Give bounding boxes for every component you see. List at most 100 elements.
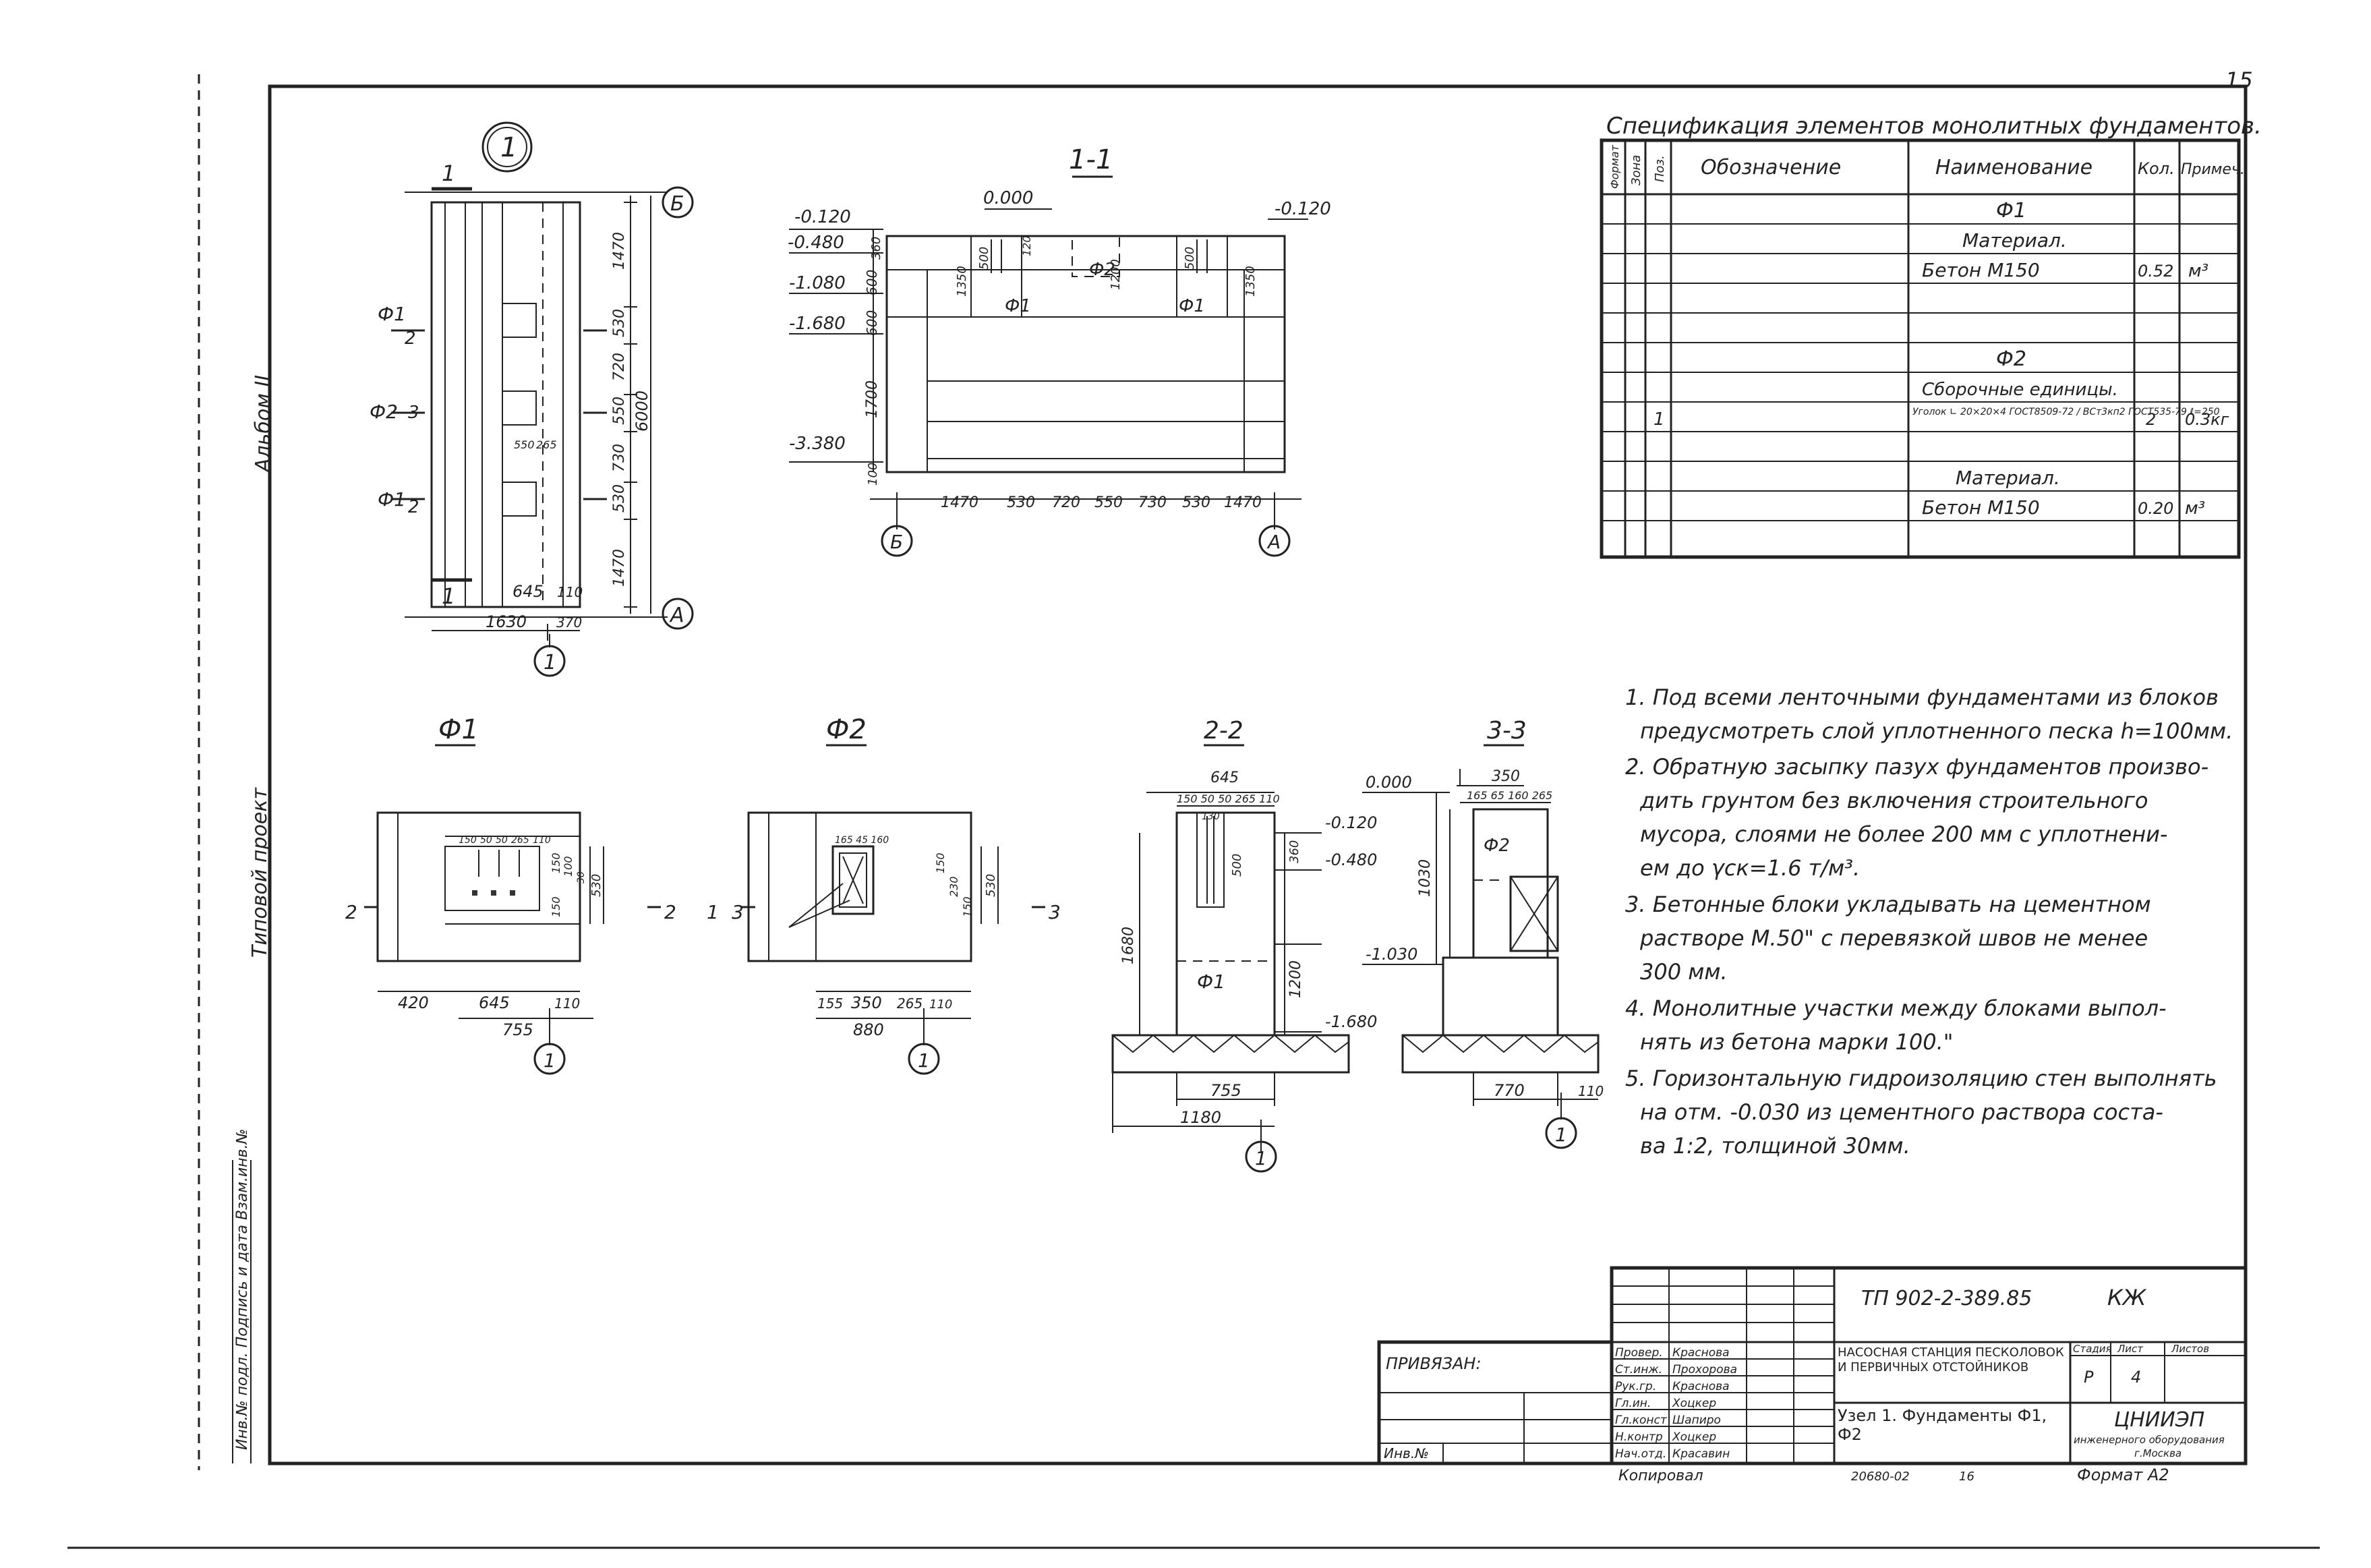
note-line: предусмотреть слой уплотненного песка h=… bbox=[1640, 718, 2233, 744]
section11-vdim-600b: 600 bbox=[864, 310, 880, 336]
s33-vdim-1030: 1030 bbox=[1417, 859, 1434, 897]
f2-top-dims: 165 45 160 bbox=[835, 835, 889, 846]
section11-f1-left bbox=[970, 235, 1022, 318]
s22-level-1680: -1.680 bbox=[1325, 1012, 1377, 1031]
spec-head-note: Примеч. bbox=[2181, 161, 2245, 178]
f1-top-dim-150: 150 bbox=[459, 835, 477, 846]
section11-bdim-720: 720 bbox=[1052, 494, 1080, 511]
f1-cut-right: 2 bbox=[664, 901, 676, 923]
name-sr-eng: Прохорова bbox=[1672, 1363, 1737, 1376]
section11-level-1680: -1.680 bbox=[789, 314, 846, 334]
s22-axis-circle bbox=[1245, 1140, 1277, 1173]
spec-head-qty: Кол. bbox=[2138, 159, 2175, 178]
section11-bdim-730: 730 bbox=[1138, 494, 1167, 511]
s33-bdim-110: 110 bbox=[1578, 1083, 1604, 1099]
drawing-frame bbox=[268, 84, 2248, 1465]
s22-vdim-500: 500 bbox=[1230, 854, 1244, 877]
plan-outline bbox=[430, 201, 581, 608]
privyazan-box bbox=[1377, 1340, 1614, 1465]
f2-total: 880 bbox=[853, 1020, 884, 1039]
inv-label: Инв.№ bbox=[1384, 1445, 1429, 1461]
s22-bdim-1180: 1180 bbox=[1180, 1108, 1221, 1127]
plan-view: 1 1 1 Б А 1 Ф1 2 Ф2 3 Ф1 2 1470 530 720 … bbox=[370, 121, 694, 677]
plan-section-mark-top: 1 bbox=[442, 161, 455, 186]
spec-row-name: Бетон М150 bbox=[1922, 259, 2040, 281]
doc-number: ТП 902-2-389.85 bbox=[1861, 1287, 2032, 1310]
note-line: 1. Под всеми ленточными фундаментами из … bbox=[1625, 685, 2219, 710]
note-line: 3. Бетонные блоки укладывать на цементно… bbox=[1625, 892, 2151, 917]
doc-code: КЖ bbox=[2107, 1285, 2147, 1310]
note-line: ем до γск=1.6 т/м³. bbox=[1640, 855, 1860, 881]
spec-row-name: Ф2 bbox=[1996, 347, 2026, 371]
f2-cut-left: 3 bbox=[732, 901, 744, 923]
f2-outline bbox=[747, 811, 972, 962]
spec-head-name: Наименование bbox=[1935, 156, 2092, 179]
plan-axis-1: 1 bbox=[544, 651, 556, 674]
plan-label-f1-bottom: Ф1 bbox=[378, 488, 406, 511]
section11-bdim-530b: 530 bbox=[1182, 494, 1210, 511]
section11-bdim-550: 550 bbox=[1094, 494, 1123, 511]
role-sr-eng: Ст.инж. bbox=[1615, 1363, 1662, 1376]
f2-title: Ф2 bbox=[826, 714, 867, 745]
section11-idim-1200: 1200 bbox=[1109, 259, 1123, 290]
plan-dim-530-top: 530 bbox=[611, 309, 628, 337]
s33-level-1030: -1.030 bbox=[1366, 945, 1417, 964]
plan-f2-block bbox=[502, 390, 537, 426]
plan-dim-370: 370 bbox=[556, 614, 582, 631]
s33-embedded-part bbox=[1509, 875, 1559, 952]
f1-top-dim-265: 265 bbox=[511, 835, 529, 846]
section-3-3: 3-3 350 165 65 160 265 0.000 -1.030 1030… bbox=[1362, 717, 1604, 1149]
spec-row-qty: 0.20 bbox=[2138, 499, 2173, 518]
f2-rdim-150a: 150 bbox=[934, 852, 947, 873]
inventory-strip-label: Инв.№ подл. Подпись и дата Взам.инв.№ bbox=[234, 1129, 251, 1450]
org-subtitle: инженерного оборудования bbox=[2074, 1434, 2225, 1446]
f2-rdim-530: 530 bbox=[984, 874, 998, 897]
spec-row-name: Уголок ∟ 20×20×4 ГОСТ8509-72 / ВСт3кп2 Г… bbox=[1912, 407, 2220, 417]
plan-section-mark-bottom: 1 bbox=[442, 583, 455, 609]
s22-vdim-360: 360 bbox=[1287, 840, 1301, 863]
spec-row-note: 0.3кг bbox=[2185, 410, 2229, 429]
sheets-header: Листов bbox=[2171, 1343, 2209, 1355]
title-block: ТП 902-2-389.85 КЖ ПРИВЯЗАН: Инв.№ Прове… bbox=[1377, 1266, 2248, 1484]
f2-bdim-155: 155 bbox=[817, 995, 843, 1012]
s22-label-f1: Ф1 bbox=[1197, 970, 1225, 993]
f2-bdim-350: 350 bbox=[851, 993, 882, 1012]
f1-top-dim-110: 110 bbox=[533, 835, 551, 846]
footer-code: 20680-02 bbox=[1851, 1470, 1910, 1484]
s22-footing-block bbox=[1111, 1034, 1350, 1074]
plan-marker-circle bbox=[481, 121, 533, 173]
spec-row-name: Ф1 bbox=[1996, 199, 2026, 223]
f1-rdim-150b: 150 bbox=[550, 896, 562, 917]
s22-level-0480: -0.480 bbox=[1325, 850, 1377, 869]
spec-row-name: Материал. bbox=[1962, 229, 2067, 252]
f1-bdim-645: 645 bbox=[479, 993, 510, 1012]
role-chief-constr: Гл.конст bbox=[1615, 1414, 1668, 1427]
footer-number: 16 bbox=[1959, 1470, 1974, 1484]
project-type-label: Типовой проект bbox=[248, 787, 272, 958]
section11-idim-1350b: 1350 bbox=[1243, 266, 1258, 297]
f2-cut-right: 3 bbox=[1049, 901, 1061, 923]
s22-vdim-1680: 1680 bbox=[1120, 927, 1137, 964]
section11-idim-500b: 500 bbox=[1183, 247, 1197, 270]
name-chief-eng: Хоцкер bbox=[1672, 1397, 1716, 1410]
section11-title: 1-1 bbox=[1069, 144, 1113, 175]
plan-label-f2: Ф2 bbox=[370, 401, 398, 423]
s22-sub-dims: 150 50 50 265 110 bbox=[1177, 792, 1280, 805]
s22-title: 2-2 bbox=[1204, 717, 1243, 745]
plan-dim-550: 550 bbox=[611, 397, 628, 425]
sheet-value: 4 bbox=[2131, 1368, 2141, 1387]
s33-base bbox=[1442, 956, 1559, 1037]
section11-label-f1-left: Ф1 bbox=[1005, 296, 1031, 316]
note-line: растворе М.50" с перевязкой швов не мене… bbox=[1639, 925, 2148, 951]
section11-label-f2: Ф2 bbox=[1089, 260, 1115, 280]
plan-label-cut2-bottom: 2 bbox=[408, 497, 419, 517]
spec-row-qty: 2 bbox=[2146, 410, 2156, 429]
s33-axis-circle bbox=[1545, 1117, 1577, 1149]
s33-footing-block bbox=[1401, 1034, 1600, 1074]
spec-head-designation: Обозначение bbox=[1701, 156, 1841, 179]
s22-level-0120: -0.120 bbox=[1325, 813, 1377, 832]
page-number: 15 bbox=[2225, 67, 2253, 93]
section11-vdim-600a: 600 bbox=[864, 270, 880, 295]
s33-title: 3-3 bbox=[1487, 717, 1527, 745]
section11-level-3380: -3.380 bbox=[789, 434, 846, 454]
